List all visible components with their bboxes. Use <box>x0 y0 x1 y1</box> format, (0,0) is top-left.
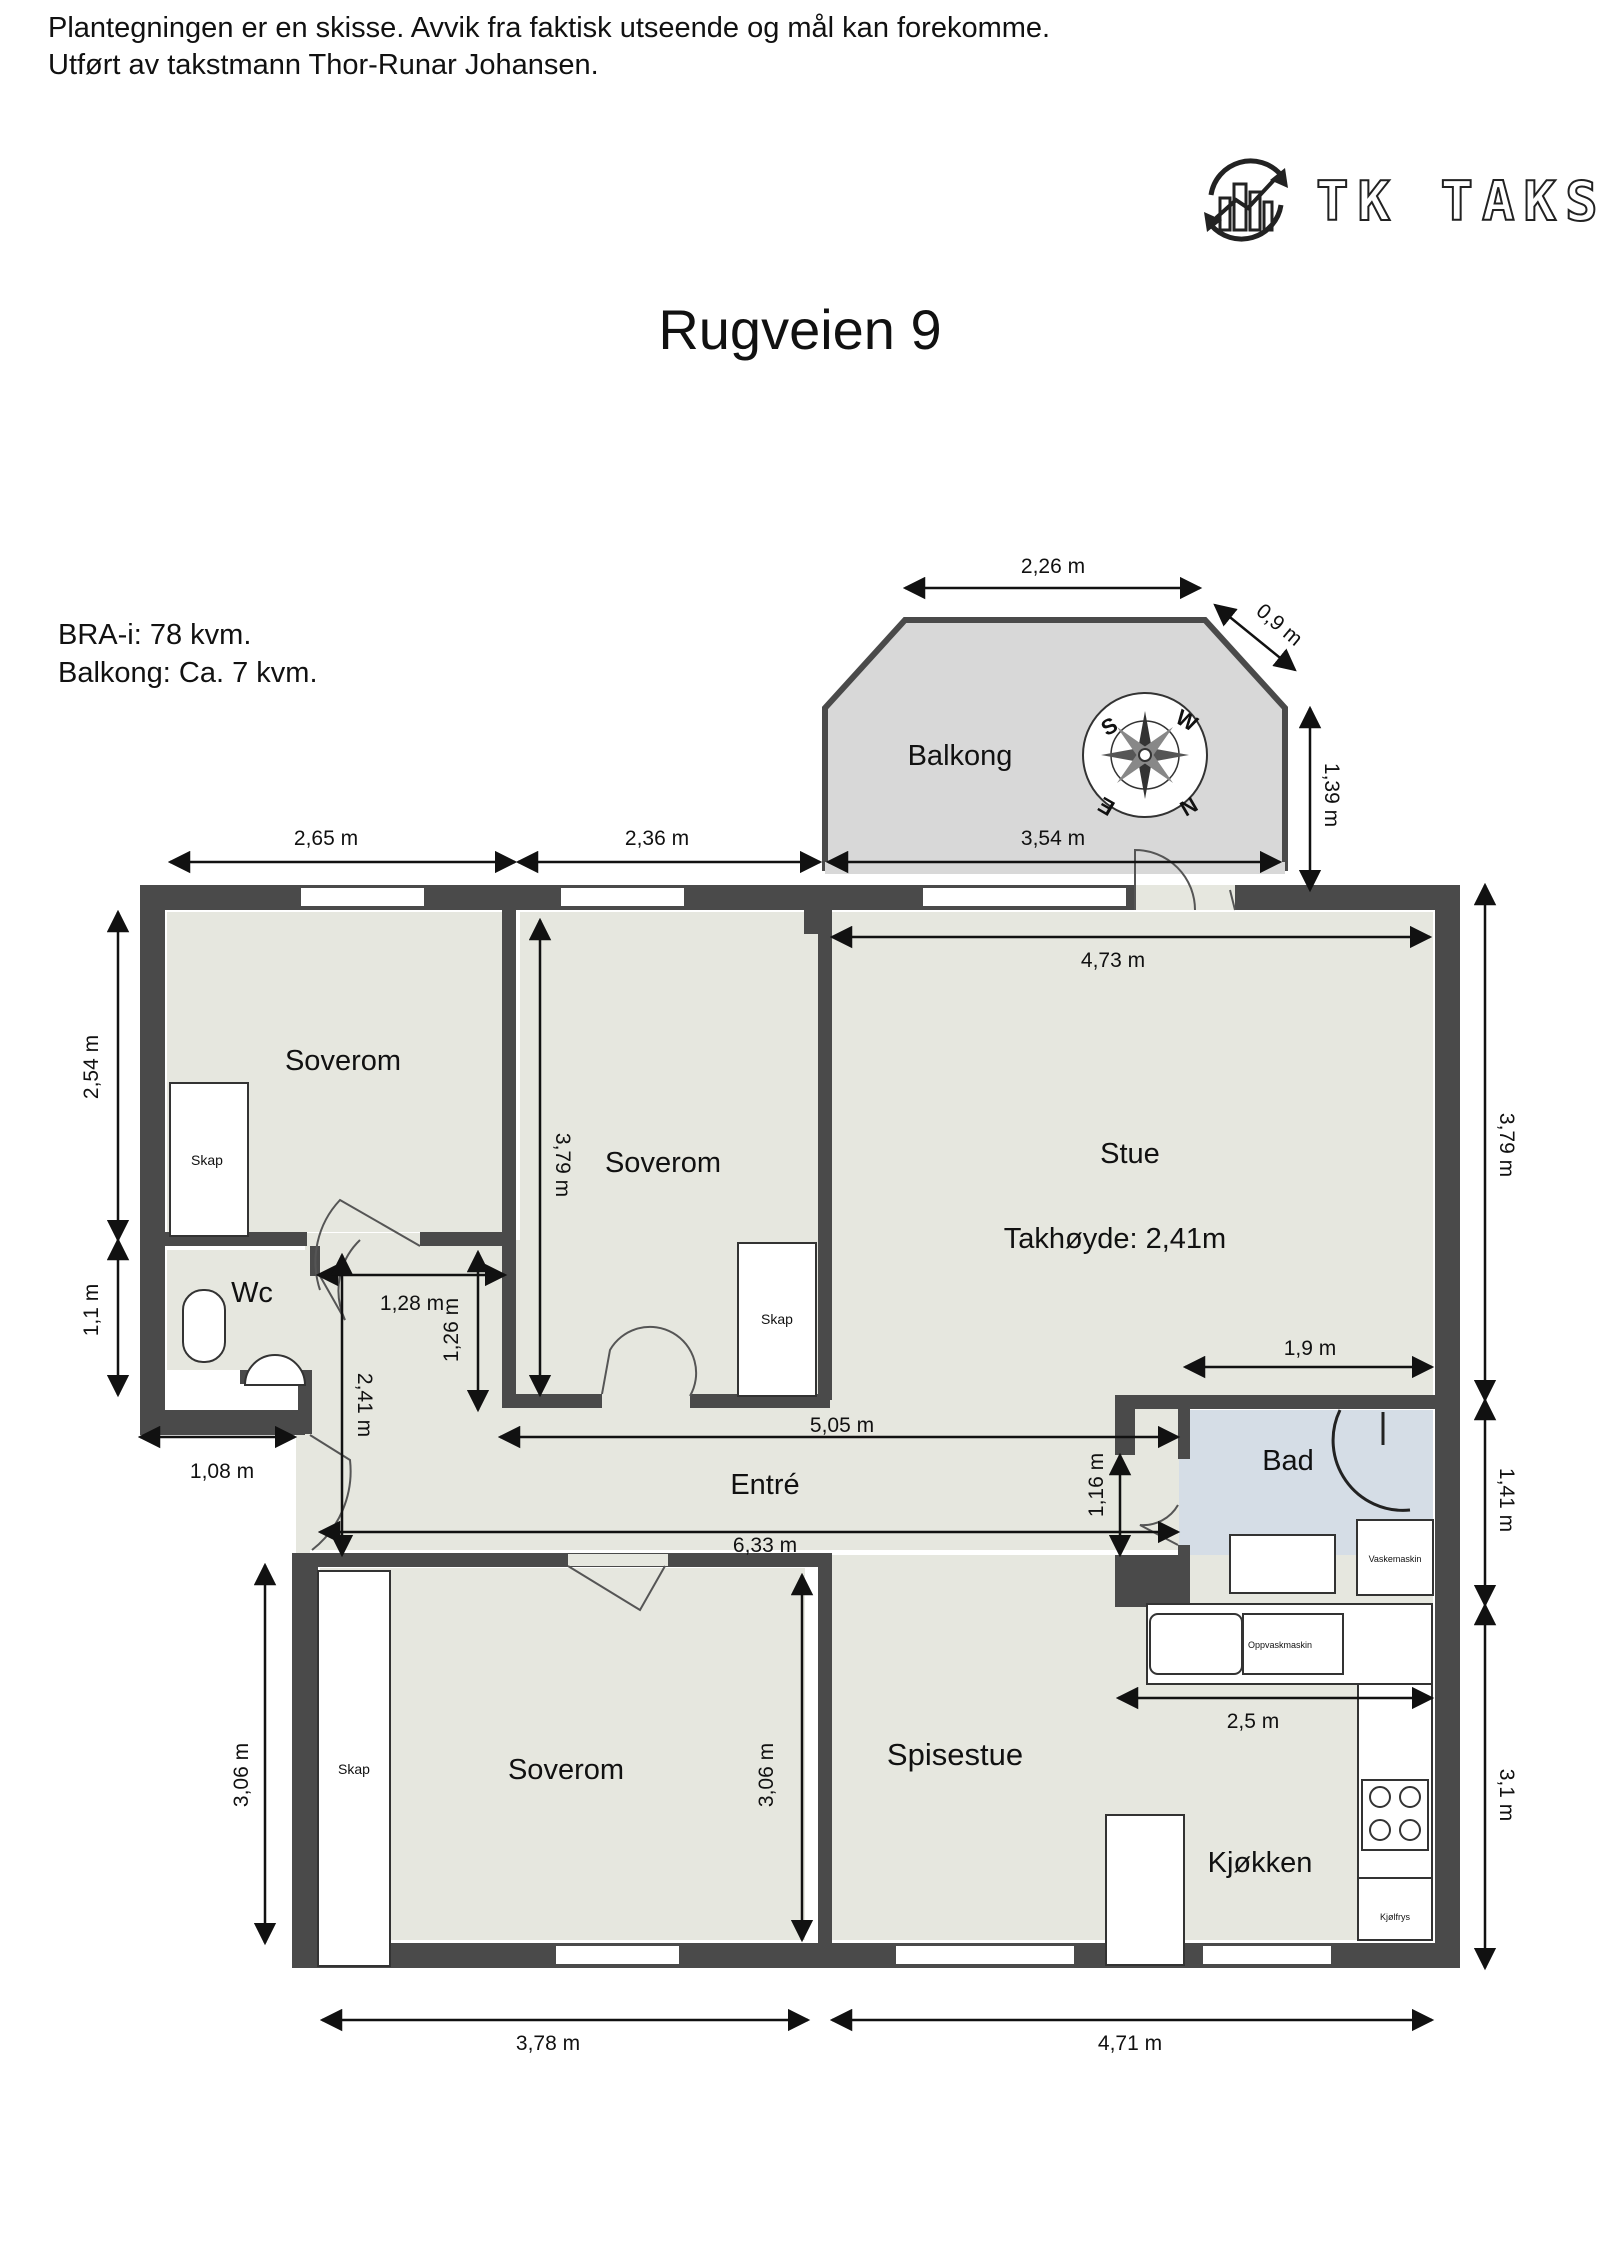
dim-stue-width: 4,73 m <box>1081 949 1145 972</box>
disclaimer: Plantegningen er en skisse. Avvik fra fa… <box>48 10 1050 84</box>
dim-right-bad: 1,41 m <box>1495 1468 1518 1532</box>
dim-right-lower: 3,1 m <box>1495 1769 1518 1822</box>
tk-takst-logo: TK TAKST <box>1186 140 1600 260</box>
balcony-area: Balkong: Ca. 7 kvm. <box>58 657 318 689</box>
room-label-stue: Stue <box>1100 1138 1160 1170</box>
dim-corr-2: 1,26 m <box>440 1298 463 1362</box>
dishwasher <box>1242 1613 1344 1675</box>
door-gaps <box>296 885 1235 1566</box>
fixture-label-skap-1: Skap <box>191 1152 223 1168</box>
room-label-balkong: Balkong <box>908 740 1013 772</box>
dim-stue-1-9: 1,9 m <box>1284 1337 1337 1360</box>
washing-machine <box>1356 1519 1434 1596</box>
room-label-bad: Bad <box>1262 1445 1314 1477</box>
wardrobe-2 <box>737 1242 817 1397</box>
wardrobe-3 <box>317 1570 391 1967</box>
dim-balk-top: 2,26 m <box>1021 555 1085 578</box>
fixture-label-oppvaskmaskin: Oppvaskmaskin <box>1248 1640 1312 1650</box>
room-label-kjokken: Kjøkken <box>1208 1847 1313 1879</box>
dim-bottom-2: 4,71 m <box>1098 2032 1162 2055</box>
room-label-entre: Entré <box>730 1469 799 1501</box>
kitchen-island <box>1105 1814 1185 1966</box>
dim-wc-width: 1,08 m <box>190 1460 254 1483</box>
dim-top-1: 2,65 m <box>294 827 358 850</box>
dim-bottom-1: 3,78 m <box>516 2032 580 2055</box>
dim-corr-3: 2,41 m <box>353 1373 376 1437</box>
fixture-label-vaskemaskin: Vaskemaskin <box>1369 1554 1422 1564</box>
wc-sink <box>243 1354 307 1386</box>
room-label-bedroom-1: Soverom <box>285 1045 401 1077</box>
bra-area: BRA-i: 78 kvm. <box>58 619 252 651</box>
dim-right-upper: 3,79 m <box>1495 1113 1518 1177</box>
dim-left-wc: 1,1 m <box>80 1284 103 1337</box>
fixtures <box>169 1082 1434 1967</box>
dim-left-lower: 3,06 m <box>230 1743 253 1807</box>
fixture-label-kjolfrys: Kjølfrys <box>1380 1912 1410 1922</box>
page-title: Rugveien 9 <box>658 298 942 361</box>
wardrobe-1 <box>169 1082 249 1237</box>
bath-sink <box>1229 1534 1336 1594</box>
ceiling-height: Takhøyde: 2,41m <box>1004 1223 1226 1255</box>
compass <box>1082 692 1208 818</box>
dim-kitchen-2-5: 2,5 m <box>1227 1710 1280 1733</box>
fixture-label-skap-3: Skap <box>338 1761 370 1777</box>
balcony-door-gap <box>825 862 1285 874</box>
dim-top-2: 2,36 m <box>625 827 689 850</box>
dim-entre-5-05: 5,05 m <box>810 1414 874 1437</box>
dim-entre-1-16: 1,16 m <box>1085 1453 1108 1517</box>
shower <box>1331 1409 1411 1512</box>
toilet <box>182 1289 226 1363</box>
disclaimer-line-1: Plantegningen er en skisse. Avvik fra fa… <box>48 12 1051 44</box>
kitchen-sink <box>1149 1613 1243 1675</box>
room-label-bedroom-3: Soverom <box>508 1754 624 1786</box>
bedroom-3-floor <box>320 1568 805 1940</box>
fridge-freezer <box>1357 1877 1433 1941</box>
area-info: BRA-i: 78 kvm. Balkong: Ca. 7 kvm. <box>58 616 318 692</box>
stove-burners <box>1369 1786 1421 1841</box>
windows <box>299 886 1333 1966</box>
dimension-lines <box>106 576 1497 2032</box>
dim-sov3-height: 3,06 m <box>755 1743 778 1807</box>
logo-text: TK TAKST <box>1315 169 1600 234</box>
dim-corr-1: 1,28 m <box>380 1292 444 1315</box>
disclaimer-line-2: Utført av takstmann Thor-Runar Johansen. <box>48 49 599 81</box>
fixture-label-skap-2: Skap <box>761 1311 793 1327</box>
dim-left-upper: 2,54 m <box>80 1035 103 1099</box>
dim-entre-6-33: 6,33 m <box>733 1534 797 1557</box>
dim-sov2-height: 3,79 m <box>551 1133 574 1197</box>
dim-balk-right: 1,39 m <box>1320 763 1343 827</box>
room-label-bedroom-2: Soverom <box>605 1147 721 1179</box>
dim-top-3: 3,54 m <box>1021 827 1085 850</box>
room-label-spisestue: Spisestue <box>887 1737 1023 1772</box>
building-arrows-logo-icon <box>1204 158 1288 242</box>
room-label-wc: Wc <box>231 1277 273 1309</box>
